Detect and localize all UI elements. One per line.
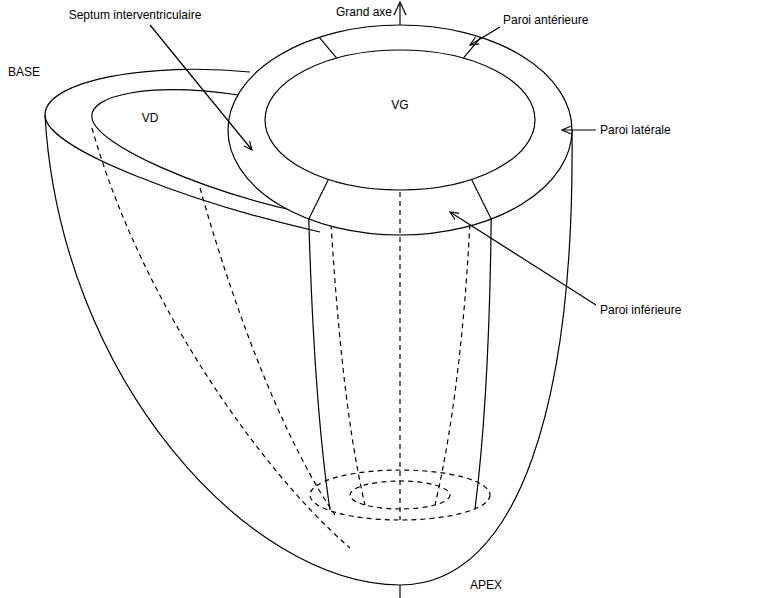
wall-label: Paroi antérieure bbox=[503, 13, 588, 27]
lv-inner bbox=[265, 50, 535, 190]
long-axis bbox=[399, 3, 400, 25]
wall-divider bbox=[309, 179, 329, 219]
wall-label: Paroi latérale bbox=[600, 123, 671, 137]
axis-arrowhead bbox=[394, 2, 406, 15]
long-axis bbox=[399, 585, 400, 598]
leader-arrow bbox=[450, 212, 596, 305]
leader-arrow bbox=[470, 27, 500, 45]
wall-line bbox=[475, 219, 491, 509]
long-axis bbox=[399, 192, 400, 520]
region-label: APEX bbox=[470, 578, 502, 592]
wall-label: Paroi inférieure bbox=[600, 303, 681, 317]
wall-divider bbox=[472, 179, 492, 219]
wall-line bbox=[309, 219, 330, 510]
hidden-line bbox=[200, 188, 335, 515]
leader-arrow bbox=[150, 25, 252, 150]
apex-ellipse bbox=[310, 470, 490, 520]
wall-divider bbox=[319, 37, 336, 58]
axis-label: Grand axe bbox=[336, 5, 392, 19]
leader-arrow bbox=[562, 129, 596, 130]
region-label: BASE bbox=[8, 65, 40, 79]
structure-label: Septum interventriculaire bbox=[69, 8, 202, 22]
chamber-label: VD bbox=[142, 111, 159, 125]
chamber-label: VG bbox=[391, 98, 408, 112]
apex-ellipse bbox=[350, 481, 450, 509]
